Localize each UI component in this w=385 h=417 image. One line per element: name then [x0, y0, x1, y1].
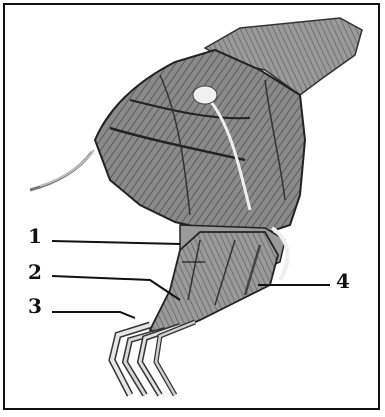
tail-strand-2 — [40, 150, 94, 186]
label-1: 1 — [28, 226, 42, 246]
leader-line-1 — [52, 241, 180, 244]
thigh-muscles — [95, 50, 305, 235]
label-4: 4 — [336, 271, 350, 291]
label-3: 3 — [28, 296, 42, 316]
label-2: 2 — [28, 262, 42, 282]
foot-tendons — [112, 322, 195, 395]
leader-line-3 — [52, 312, 135, 318]
joint-highlight — [193, 86, 217, 104]
tail-strand — [30, 152, 92, 190]
leader-line-2 — [52, 276, 180, 300]
